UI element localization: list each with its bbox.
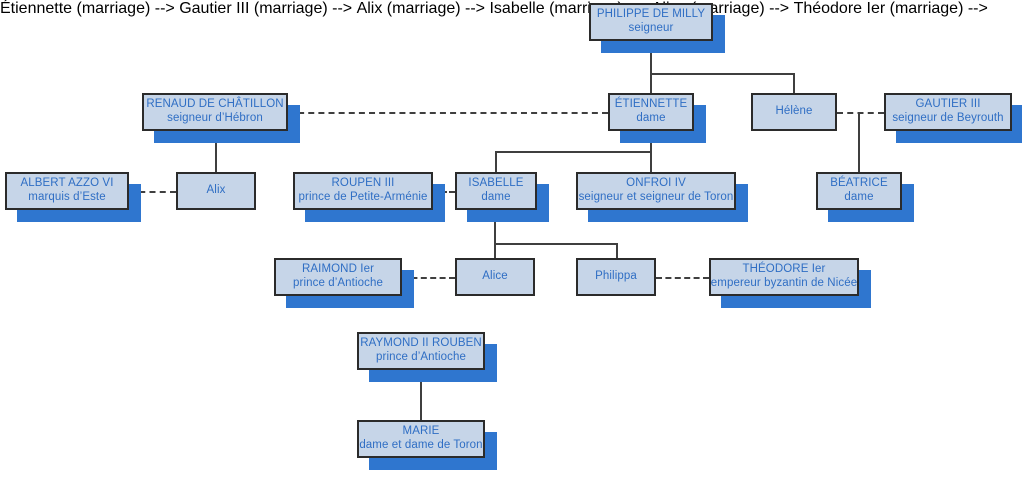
node-title: dame — [844, 191, 874, 203]
connector-isabelle-stem — [494, 210, 496, 243]
node-name: RENAUD DE CHÂTILLON — [146, 98, 284, 111]
connector-philippe-stem — [650, 41, 652, 73]
node-name: Alix — [206, 184, 226, 197]
node-alice[interactable]: Alice — [455, 258, 535, 296]
connector-renaud-to-alix — [215, 131, 217, 172]
node-title: seigneur et seigneur de Toron — [578, 191, 734, 203]
node-helene[interactable]: Hélène — [751, 93, 837, 131]
node-title: dame — [481, 191, 511, 203]
marriage-philippa-theodore — [656, 277, 709, 279]
node-alix[interactable]: Alix — [176, 172, 256, 210]
node-title: dame — [636, 112, 666, 124]
marriage-renaud-etiennette — [288, 112, 608, 114]
node-name: Philippa — [595, 270, 637, 283]
connector-etiennette-to-isabelle — [495, 151, 497, 172]
node-name: ONFROI IV — [626, 177, 686, 190]
node-box[interactable]: Alix — [176, 172, 256, 210]
node-name: BÉATRICE — [830, 177, 888, 190]
connector-isabelle-bar — [494, 243, 618, 245]
node-box[interactable]: Philippa — [576, 258, 656, 296]
node-box[interactable]: Alice — [455, 258, 535, 296]
connector-philippe-bar — [650, 73, 795, 75]
marriage-albert-alix — [129, 191, 176, 193]
connector-etiennette-to-onfroi — [650, 151, 652, 172]
node-name: RAIMOND Ier — [301, 263, 375, 276]
node-name: PHILIPPE DE MILLY — [596, 8, 706, 21]
node-title: seigneur — [628, 22, 674, 34]
node-title: seigneur d’Hébron — [167, 112, 263, 124]
node-title: prince d’Antioche — [293, 277, 383, 289]
connector-etiennette-bar — [495, 151, 652, 153]
node-name: ÉTIENNETTE — [614, 98, 688, 111]
connector-isabelle-to-philippa — [616, 243, 618, 258]
node-title: dame et dame de Toron — [359, 439, 483, 451]
marriage-raimond-alice — [402, 277, 455, 279]
node-name: Alice — [482, 270, 508, 283]
connector-philippe-to-etiennette — [650, 73, 652, 93]
node-name: THÉODORE Ier — [742, 263, 826, 276]
node-title: seigneur de Beyrouth — [892, 112, 1004, 124]
node-title: prince d’Antioche — [376, 351, 466, 363]
node-name: GAUTIER III — [915, 98, 981, 111]
node-title: empereur byzantin de Nicée — [710, 277, 858, 289]
connector-isabelle-to-alice — [494, 243, 496, 258]
node-name: ROUPEN III — [331, 177, 395, 190]
connector-helene-gautier-to-beatrice — [858, 112, 860, 172]
node-name: RAYMOND II ROUBEN — [360, 337, 482, 350]
node-title: marquis d’Este — [28, 191, 106, 203]
node-name: ALBERT AZZO VI — [20, 177, 114, 190]
connector-philippe-to-helene — [793, 73, 795, 93]
node-title: prince de Petite-Arménie — [298, 191, 428, 203]
node-box[interactable]: Hélène — [751, 93, 837, 131]
node-philippa[interactable]: Philippa — [576, 258, 656, 296]
node-name: ISABELLE — [468, 177, 524, 190]
node-name: Hélène — [775, 105, 813, 118]
marriage-helene-gautier — [837, 112, 884, 114]
connector-raymond2-to-marie — [420, 370, 422, 420]
node-name: MARIE — [402, 425, 440, 438]
